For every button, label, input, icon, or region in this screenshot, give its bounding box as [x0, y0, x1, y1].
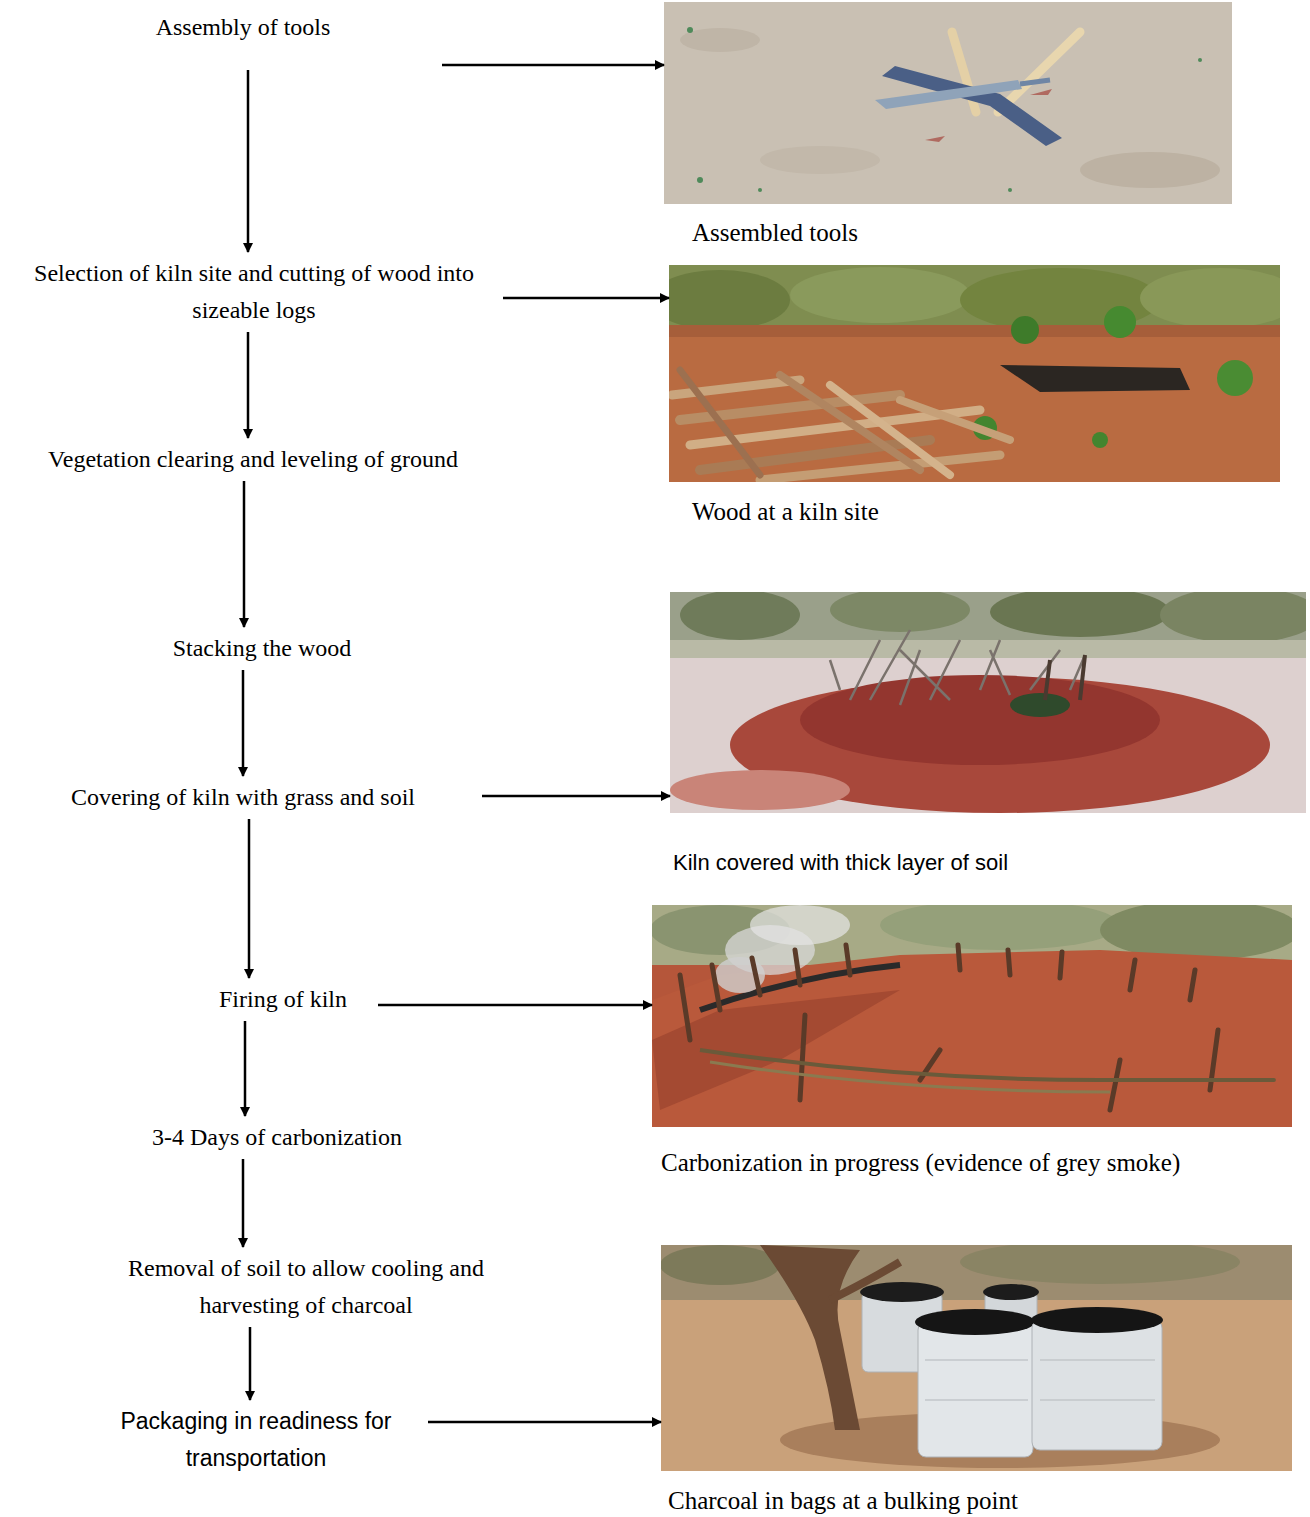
- flow-arrow: [247, 70, 250, 252]
- flow-arrow: [428, 1421, 661, 1424]
- flow-arrow: [248, 819, 251, 978]
- photo-caption: Assembled tools: [692, 218, 1232, 248]
- flow-arrow: [242, 670, 245, 776]
- step-label: Firing of kiln: [192, 981, 374, 1018]
- step-label: 3-4 Days of carbonization: [121, 1119, 433, 1156]
- flow-arrow: [482, 795, 670, 798]
- process-step: Vegetation clearing and leveling of grou…: [38, 438, 468, 481]
- photo-caption: Wood at a kiln site: [692, 497, 1280, 527]
- process-step: Covering of kiln with grass and soil: [4, 776, 482, 819]
- process-step: Assembly of tools: [44, 6, 442, 70]
- flow-arrow: [249, 1327, 252, 1400]
- step-label: Assembly of tools: [48, 9, 438, 46]
- photo-panel: Charcoal in bags at a bulking point: [661, 1245, 1292, 1516]
- step-label: Selection of kiln site and cutting of wo…: [9, 255, 499, 329]
- process-step: Stacking the wood: [112, 627, 412, 670]
- step-label: Vegetation clearing and leveling of grou…: [42, 441, 464, 478]
- photo-panel: Wood at a kiln site: [669, 265, 1280, 527]
- photo-caption: Carbonization in progress (evidence of g…: [661, 1148, 1292, 1178]
- wood-photo: [669, 265, 1280, 482]
- flow-arrow: [378, 1004, 652, 1007]
- flow-arrow: [242, 1159, 245, 1247]
- step-label: Removal of soil to allow cooling and har…: [80, 1250, 532, 1324]
- photo-caption: Charcoal in bags at a bulking point: [668, 1486, 1292, 1516]
- step-label: Packaging in readiness for transportatio…: [88, 1403, 424, 1477]
- flow-arrow: [503, 297, 669, 300]
- step-label: Stacking the wood: [116, 630, 408, 667]
- carbonization-photo: [652, 905, 1292, 1127]
- photo-panel: Kiln covered with thick layer of soil: [670, 592, 1306, 878]
- process-step: Removal of soil to allow cooling and har…: [76, 1247, 536, 1327]
- process-step: Firing of kiln: [188, 978, 378, 1021]
- process-step: 3-4 Days of carbonization: [117, 1116, 437, 1159]
- tools-photo: [664, 2, 1232, 204]
- photo-caption: Kiln covered with thick layer of soil: [673, 848, 1306, 878]
- flow-arrow: [244, 1021, 247, 1116]
- flow-arrow: [247, 332, 250, 438]
- charcoal-photo: [661, 1245, 1292, 1471]
- photo-panel: Assembled tools: [664, 2, 1232, 248]
- photo-panel: Carbonization in progress (evidence of g…: [652, 905, 1292, 1178]
- process-step: Selection of kiln site and cutting of wo…: [5, 252, 503, 332]
- kiln-photo: [670, 592, 1306, 813]
- flow-arrow: [442, 64, 664, 67]
- process-step: Packaging in readiness for transportatio…: [84, 1400, 428, 1480]
- flow-arrow: [243, 481, 246, 627]
- step-label: Covering of kiln with grass and soil: [8, 779, 478, 816]
